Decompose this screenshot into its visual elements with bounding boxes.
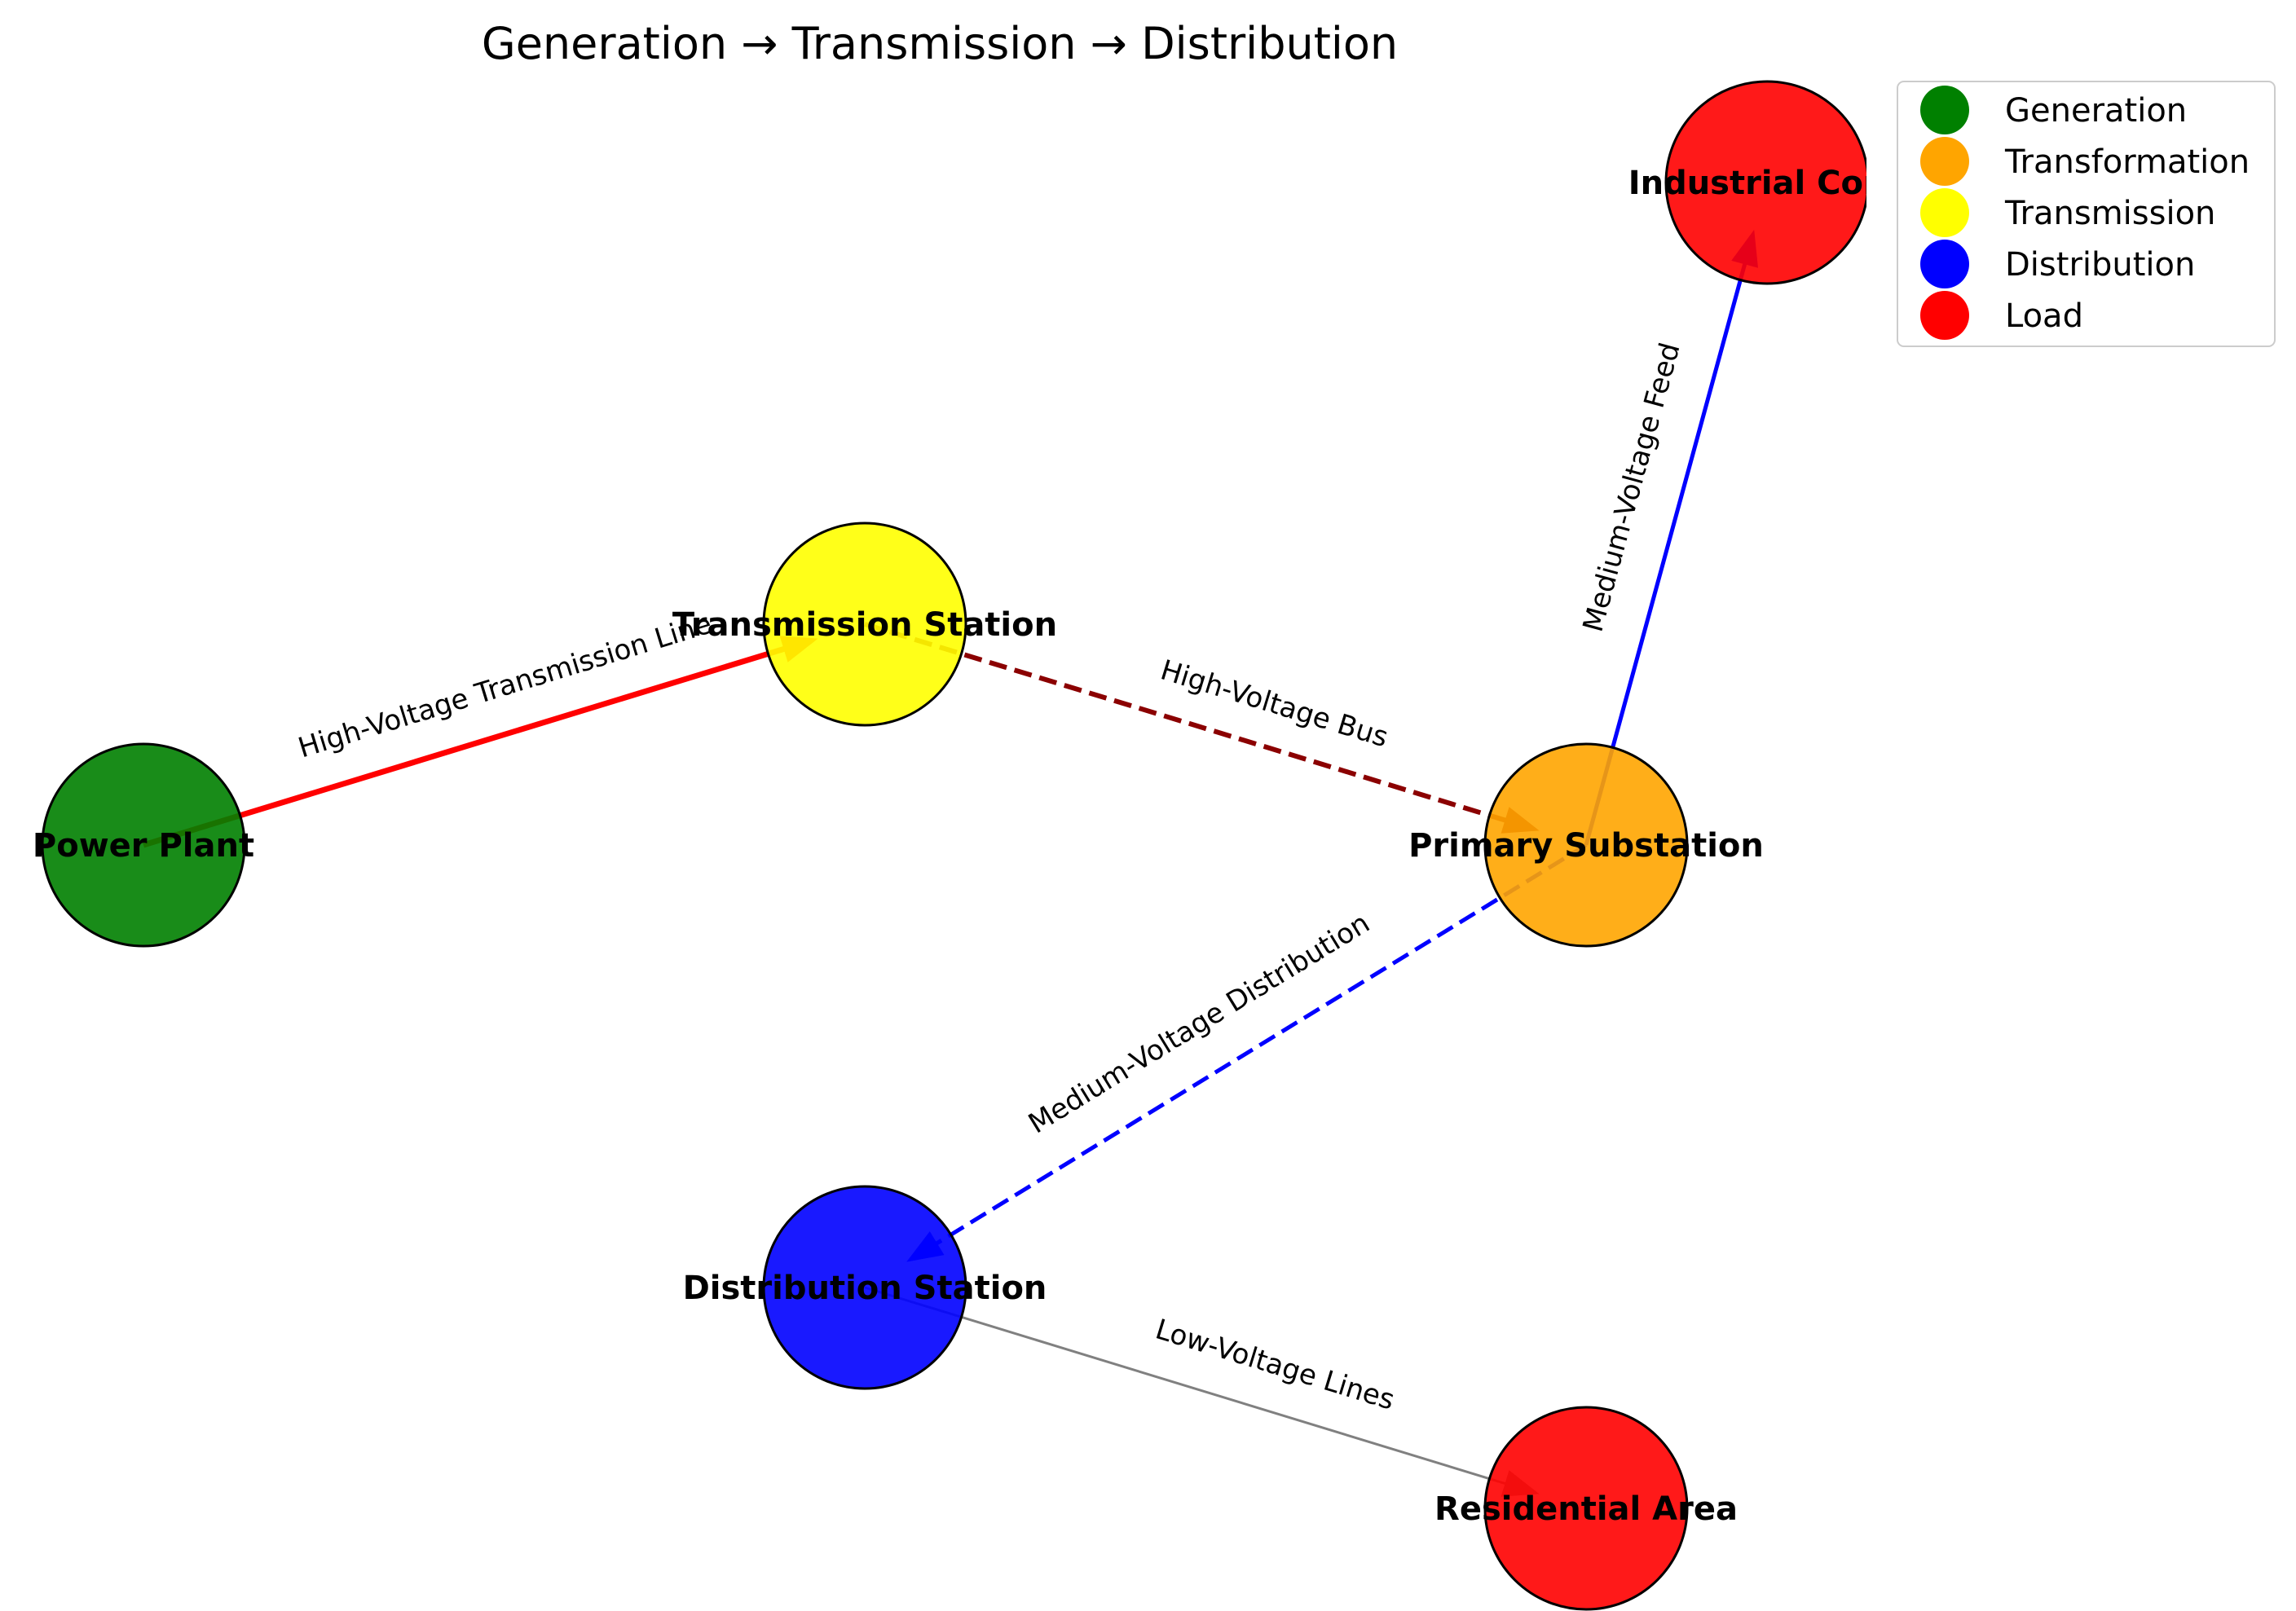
node-label: Residential Area — [1434, 1490, 1738, 1528]
legend-item-label: Generation — [2005, 92, 2187, 130]
legend-item-label: Transformation — [2004, 143, 2250, 181]
edge-line — [864, 1286, 1524, 1491]
edge-line — [864, 622, 1525, 829]
legend-swatch — [1920, 240, 1969, 288]
edge-line — [919, 843, 1588, 1256]
edge-line — [1584, 244, 1752, 846]
node-primary-substation — [1483, 742, 1689, 948]
node-industrial-consumer — [1664, 80, 1866, 285]
legend-item-label: Distribution — [2005, 246, 2195, 284]
node-label: Transmission Station — [672, 606, 1057, 644]
edge-labels-layer: High-Voltage Transmission Line High-Volta… — [294, 339, 1686, 1416]
node-distribution-station — [762, 1185, 967, 1390]
edge-label: Medium-Voltage Distribution — [1023, 907, 1376, 1141]
node-label: Primary Substation — [1408, 827, 1764, 865]
legend-item-label: Transmission — [2004, 195, 2215, 232]
legend-swatch — [1920, 188, 1969, 237]
edge-label: Medium-Voltage Feed — [1577, 339, 1687, 635]
diagram-title: Generation → Transmission → Distribution — [482, 18, 1398, 69]
node-label: Distribution Station — [683, 1270, 1047, 1307]
node-label: Power Plant — [33, 827, 254, 865]
edge-label: High-Voltage Bus — [1157, 654, 1391, 754]
legend-swatch — [1920, 137, 1969, 186]
legend-swatch — [1920, 291, 1969, 340]
node-transmission-station — [762, 522, 967, 727]
edge-label: Low-Voltage Lines — [1152, 1313, 1399, 1416]
edge-line — [142, 640, 804, 848]
legend: GenerationTransformationTransmissionDist… — [1897, 81, 2276, 347]
node-residential-area — [1483, 1406, 1689, 1611]
node-power-plant — [41, 742, 246, 948]
legend-item-label: Load — [2005, 297, 2083, 335]
edge-label: High-Voltage Transmission Line — [294, 608, 716, 765]
legend-frame — [1897, 81, 2276, 347]
node-label: Industrial Cons — [1628, 165, 1906, 202]
legend-swatch — [1920, 86, 1969, 134]
